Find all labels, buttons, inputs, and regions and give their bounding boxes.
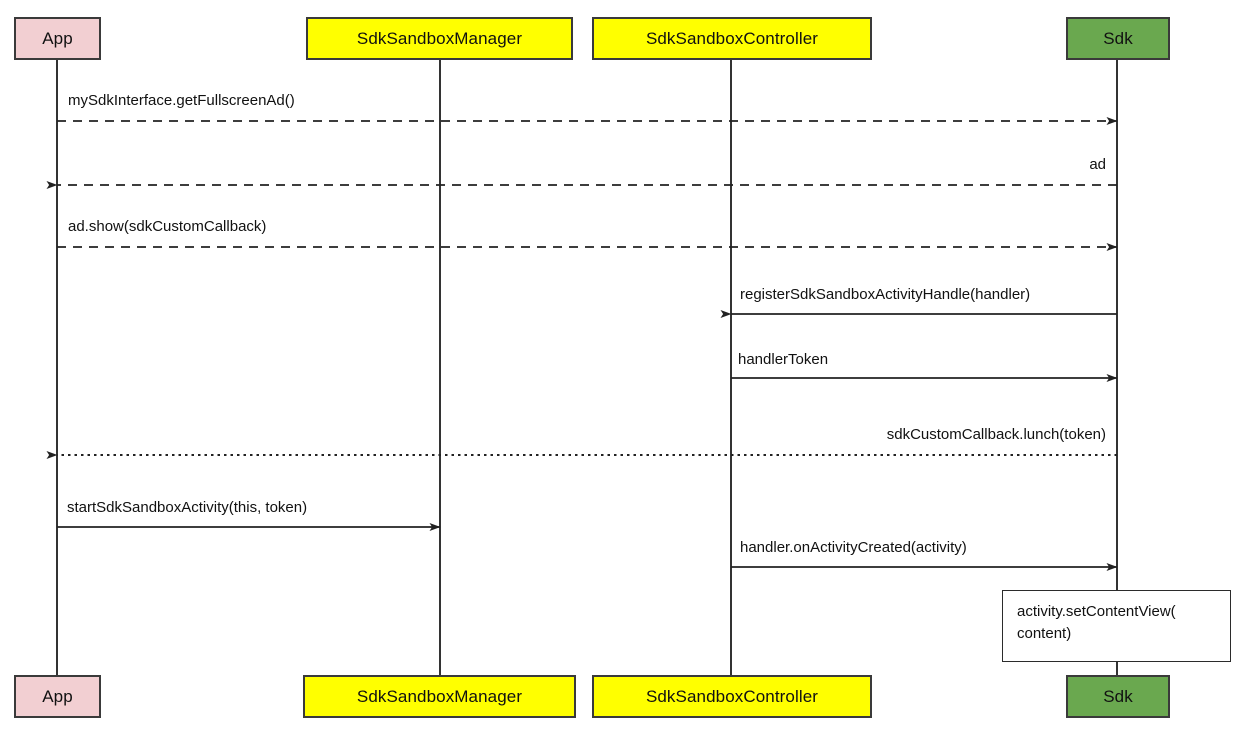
participant-label: SdkSandboxController	[645, 686, 819, 706]
msg-ad-return-label: ad	[1089, 156, 1106, 173]
lifelines-group	[56, 60, 1118, 675]
msg-callback-lunch-label: sdkCustomCallback.lunch(token)	[886, 426, 1106, 443]
msg-on-activity-created-label: handler.onActivityCreated(activity)	[740, 539, 967, 556]
participant-controller-top: SdkSandboxController	[592, 17, 872, 60]
participant-app-top: App	[14, 17, 101, 60]
participant-label: SdkSandboxManager	[356, 686, 523, 706]
msg-register-handle-label: registerSdkSandboxActivityHandle(handler…	[740, 286, 1031, 303]
participant-label: Sdk	[1103, 686, 1133, 706]
participant-label: Sdk	[1103, 28, 1133, 48]
note-set-content-view: activity.setContentView( content)	[1002, 590, 1231, 662]
participant-label: SdkSandboxController	[645, 28, 819, 48]
msg-get-fullscreen-ad-label: mySdkInterface.getFullscreenAd()	[68, 92, 295, 109]
participant-app-bottom: App	[14, 675, 101, 718]
participant-manager-bottom: SdkSandboxManager	[303, 675, 576, 718]
participant-label: App	[42, 28, 73, 48]
participant-sdk-top: Sdk	[1066, 17, 1170, 60]
participant-sdk-bottom: Sdk	[1066, 675, 1170, 718]
participant-manager-top: SdkSandboxManager	[306, 17, 573, 60]
msg-handler-token-label: handlerToken	[738, 351, 829, 368]
participant-label: App	[42, 686, 73, 706]
msg-start-activity-label: startSdkSandboxActivity(this, token)	[67, 499, 308, 516]
note-line-2: content)	[1017, 624, 1072, 642]
note-line-1: activity.setContentView(	[1017, 603, 1176, 620]
participant-controller-bottom: SdkSandboxController	[592, 675, 872, 718]
participant-label: SdkSandboxManager	[356, 28, 523, 48]
msg-ad-show-label: ad.show(sdkCustomCallback)	[68, 218, 267, 235]
messages-group	[46, 117, 1118, 571]
